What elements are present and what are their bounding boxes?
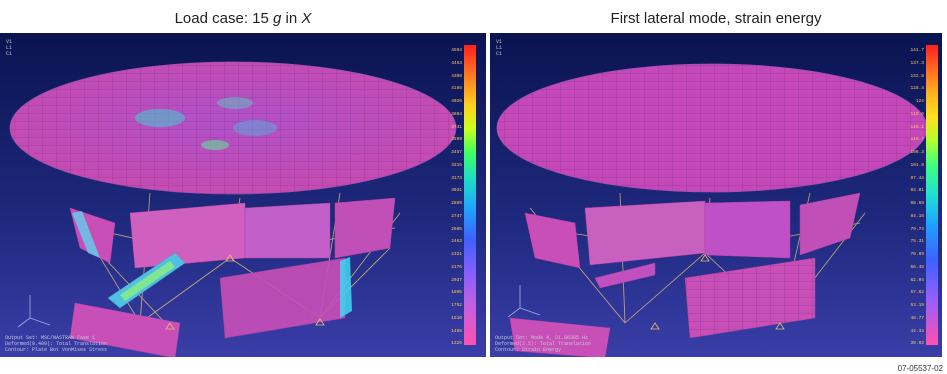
legend-value: 4168 xyxy=(451,86,462,92)
legend-value: 4453 xyxy=(451,60,462,66)
left-fea-scene xyxy=(0,33,486,357)
legend-value: 3884 xyxy=(451,111,462,117)
legend-value: 70.89 xyxy=(910,252,924,257)
view-label: V1 L1 C1 xyxy=(6,39,13,57)
mount-points xyxy=(650,254,785,330)
legend-value: 2747 xyxy=(451,213,462,219)
legend-value: 128.4 xyxy=(910,86,924,92)
legend-value: 2321 xyxy=(451,252,462,257)
legend-value: 110.7 xyxy=(910,137,924,143)
top-disc-mesh xyxy=(10,62,456,194)
legend-labels: 141.7 137.3 132.8 128.4 124 119.6 115.1 … xyxy=(902,45,924,351)
disc-hotspot-2 xyxy=(217,97,253,109)
legend-value: 101.9 xyxy=(910,162,924,168)
legend-value: 4026 xyxy=(451,99,462,104)
legend-value: 106.3 xyxy=(910,150,924,155)
rear-plate-right xyxy=(704,200,791,259)
left-side-plate xyxy=(524,212,581,269)
legend-value: 124 xyxy=(915,99,924,104)
legend-value: 132.8 xyxy=(910,73,924,79)
legend-value: 141.7 xyxy=(910,48,924,53)
legend-value: 88.59 xyxy=(910,201,924,206)
legend-value: 2889 xyxy=(451,201,462,206)
legend-value: 57.62 xyxy=(910,290,924,296)
legend-value: 3173 xyxy=(451,175,462,181)
rear-plate-right xyxy=(244,202,331,259)
legend-color-bar xyxy=(464,45,476,345)
legend-value: 79.74 xyxy=(910,226,924,232)
legend-value: 115.1 xyxy=(910,124,924,130)
legend-value: 3457 xyxy=(451,150,462,155)
legend-value: 66.46 xyxy=(910,264,924,270)
diagonal-plate xyxy=(594,262,656,289)
legend-value: 48.77 xyxy=(910,315,924,321)
right-side-plate xyxy=(334,197,396,259)
legend-value: 3741 xyxy=(451,124,462,130)
legend-value: 3599 xyxy=(451,137,462,143)
disc-hotspot-4 xyxy=(201,140,229,150)
bottom-left-plate xyxy=(509,317,611,357)
view-label: V1 L1 C1 xyxy=(496,39,503,57)
legend-value: 3031 xyxy=(451,188,462,194)
bottom-left-plate xyxy=(69,302,181,357)
legend-value: 2176 xyxy=(451,264,462,270)
legend-value: 3315 xyxy=(451,162,462,168)
axis-triad xyxy=(17,295,51,328)
legend-value: 93.01 xyxy=(910,188,924,194)
right-fea-render: V1 L1 C1 Output Set: Mode 4, 21.96385 Hz… xyxy=(490,33,942,357)
legend-value: 53.19 xyxy=(910,303,924,308)
legend-labels: 4594 4453 4309 4168 4026 3884 3741 3599 … xyxy=(440,45,462,351)
legend-value: 1326 xyxy=(451,341,462,347)
diagonal-plate-hotspot xyxy=(120,261,175,301)
left-fea-render: V1 L1 C1 Output Set: MSC/NASTRAN Case 1 … xyxy=(0,33,486,357)
legend-value: 4594 xyxy=(451,48,462,53)
legend-value: 1752 xyxy=(451,303,462,308)
legend-value: 1610 xyxy=(451,315,462,321)
legend-value: 1468 xyxy=(451,328,462,334)
title-g-italic: g xyxy=(273,10,282,27)
right-side-plate xyxy=(799,192,861,256)
legend-value: 44.34 xyxy=(910,328,924,334)
output-set-status: Output Set: Mode 4, 21.96385 Hz Deformed… xyxy=(495,335,592,353)
front-plate-grid xyxy=(685,258,815,338)
mount-points xyxy=(165,254,325,330)
legend-value: 97.44 xyxy=(910,175,924,181)
legend-value: 1895 xyxy=(451,290,462,296)
legend-value: 2037 xyxy=(451,277,462,283)
legend-value: 137.3 xyxy=(910,60,924,66)
right-fea-scene xyxy=(490,33,942,357)
disc-hotspot-3 xyxy=(233,120,277,136)
legend-value: 39.92 xyxy=(910,341,924,347)
legend-value: 62.04 xyxy=(910,277,924,283)
axis-triad xyxy=(507,285,541,318)
right-figure-title: First lateral mode, strain energy xyxy=(610,10,822,27)
title-x-italic: X xyxy=(301,10,312,27)
output-set-status: Output Set: MSC/NASTRAN Case 1 Deformed(… xyxy=(5,335,108,353)
legend-value: 2463 xyxy=(451,239,462,245)
disc-hotspot-1 xyxy=(135,109,185,127)
legend-value: 119.6 xyxy=(910,111,924,117)
legend-value: 75.31 xyxy=(910,239,924,245)
figure-id: 07-05537-02 xyxy=(897,364,943,373)
top-disc-mesh xyxy=(497,64,927,192)
legend-color-bar xyxy=(926,45,938,345)
front-plate xyxy=(219,257,346,339)
left-figure-title: Load case: 15 g in X xyxy=(0,10,486,30)
title-prefix: Load case: 15 xyxy=(174,10,274,27)
legend-value: 84.16 xyxy=(910,213,924,219)
legend-value: 2605 xyxy=(451,226,462,232)
front-plate-edge-hotspot xyxy=(340,257,352,318)
legend-value: 4309 xyxy=(451,73,462,79)
left-plate-stress-hotspot xyxy=(72,211,100,258)
title-mid: in xyxy=(281,10,302,27)
